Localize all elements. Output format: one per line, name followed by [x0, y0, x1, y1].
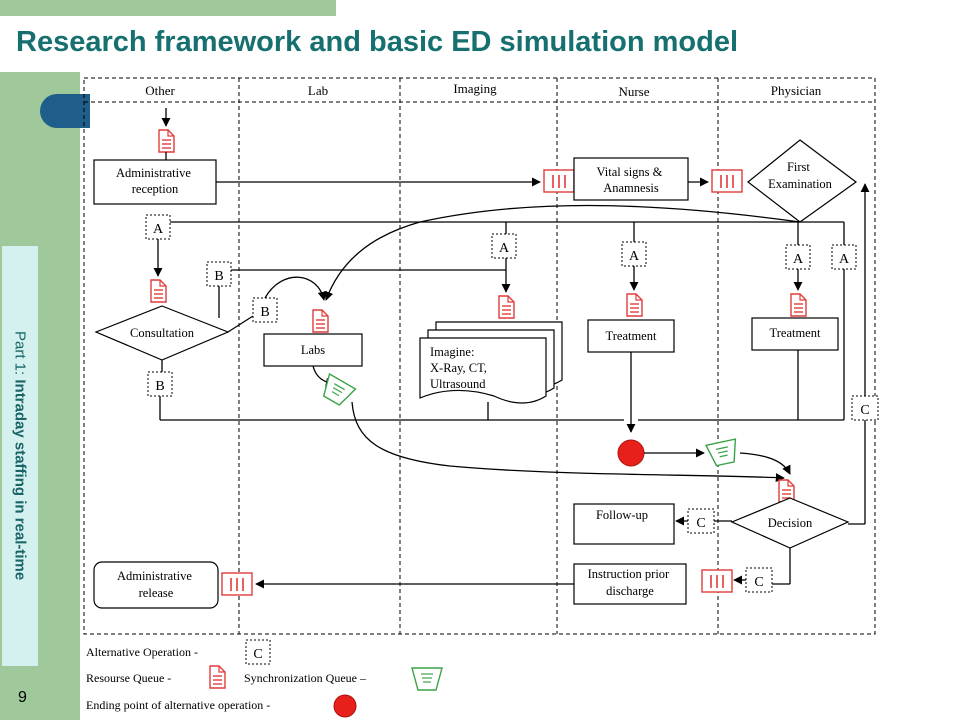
- legend-connector-icon: [245, 639, 271, 665]
- imaging-document-stack: [419, 321, 563, 404]
- lane-label-lab: Lab: [308, 83, 328, 98]
- flow-arrow: [324, 204, 801, 301]
- lane-label-nurse: Nurse: [618, 84, 649, 99]
- admin-release-box: [93, 561, 219, 609]
- resource-queue-icon: [498, 295, 515, 319]
- connector-a: [785, 244, 811, 270]
- connector-b: [252, 297, 278, 323]
- section-label: Part 1: Intraday staffing in real-time: [2, 246, 38, 666]
- sync-queue-icon: [705, 438, 741, 468]
- legend-connector-letter: C: [253, 647, 262, 662]
- legend-sync-label: Synchronization Queue –: [244, 671, 367, 685]
- page-number: 9: [18, 689, 27, 706]
- connector-c-label: C: [860, 403, 869, 418]
- connector-c-label: C: [754, 575, 763, 590]
- consultation-label: Consultation: [130, 326, 195, 340]
- connector-a-label: A: [793, 252, 804, 267]
- follow-up-box: [573, 503, 675, 545]
- labs-label: Labs: [301, 343, 325, 357]
- legend-alternative-label: Alternative Operation -: [86, 645, 198, 659]
- resource-queue-icon: [790, 293, 807, 317]
- connector-a: [621, 241, 647, 267]
- sync-queue-icon: [701, 569, 733, 593]
- slide-title: Research framework and basic ED simulati…: [16, 26, 739, 58]
- section-part: Part 1:: [11, 331, 29, 376]
- follow-up-label: Follow-up: [596, 508, 648, 522]
- admin-reception-label: Administrative reception: [116, 166, 194, 196]
- resource-queue-icon: [626, 293, 643, 317]
- flow-arrow: [351, 401, 785, 483]
- imaging-label: Imagine: X-Ray, CT, Ultrasound: [430, 345, 490, 391]
- legend-ending-label: Ending point of alternative operation -: [86, 698, 270, 712]
- connector-b-label: B: [155, 379, 164, 394]
- treatment-physician-label: Treatment: [770, 326, 821, 340]
- resource-queue-icon: [209, 665, 226, 689]
- vital-signs-label: Vital signs & Anamnesis: [596, 165, 665, 195]
- end-point-marker: [617, 439, 645, 467]
- connector-c: [745, 567, 773, 593]
- resource-queue-icon: [158, 129, 175, 153]
- connector-c: [687, 508, 715, 534]
- section-topic: Intraday staffing in real-time: [11, 379, 29, 581]
- lane-label-physician: Physician: [771, 83, 822, 98]
- admin-reception-box: [93, 159, 217, 205]
- lane-label-other: Other: [145, 83, 175, 98]
- decorative-pill: [40, 94, 90, 128]
- connector-a-label: A: [629, 249, 640, 264]
- connector-a-label: A: [153, 222, 164, 237]
- connector-c: [851, 395, 879, 421]
- lane-label-imaging: Imaging: [453, 81, 497, 96]
- sync-queue-icon: [711, 169, 743, 193]
- sync-queue-icon: [221, 572, 253, 596]
- flow-arrow: [739, 452, 791, 475]
- connector-b-label: B: [260, 305, 269, 320]
- flow-arrow: [264, 276, 327, 301]
- connector-a-label: A: [499, 241, 510, 256]
- lane-frame: [83, 77, 876, 635]
- ed-simulation-diagram: Other Lab Imaging Nurse Physician Admini…: [83, 77, 879, 718]
- labs-box: [263, 333, 363, 367]
- connector-c-label: C: [696, 516, 705, 531]
- flow-line: [227, 315, 254, 333]
- sync-queue-icon: [411, 667, 443, 691]
- resource-queue-icon: [312, 309, 329, 333]
- top-accent-bar: [0, 0, 336, 16]
- instruction-label: Instruction prior discharge: [588, 567, 673, 598]
- treatment-nurse-label: Treatment: [606, 329, 657, 343]
- section-label-text: Part 1: Intraday staffing in real-time: [12, 331, 29, 580]
- connector-a-label: A: [839, 252, 850, 267]
- resource-queue-icon: [150, 279, 167, 303]
- treatment-nurse-box: [587, 319, 675, 353]
- connector-b-label: B: [214, 269, 223, 284]
- legend-end-point-icon: [333, 694, 357, 718]
- sync-queue-icon: [543, 169, 575, 193]
- connector-a: [491, 233, 517, 259]
- admin-release-label: Administrative release: [117, 569, 195, 600]
- first-examination-label: First Examination: [768, 160, 833, 191]
- sync-queue-icon: [317, 373, 357, 409]
- vital-signs-box: [573, 157, 689, 201]
- connector-b: [206, 261, 232, 287]
- treatment-physician-box: [751, 317, 839, 351]
- legend-resource-label: Resourse Queue -: [86, 671, 171, 685]
- decision-label: Decision: [768, 516, 813, 530]
